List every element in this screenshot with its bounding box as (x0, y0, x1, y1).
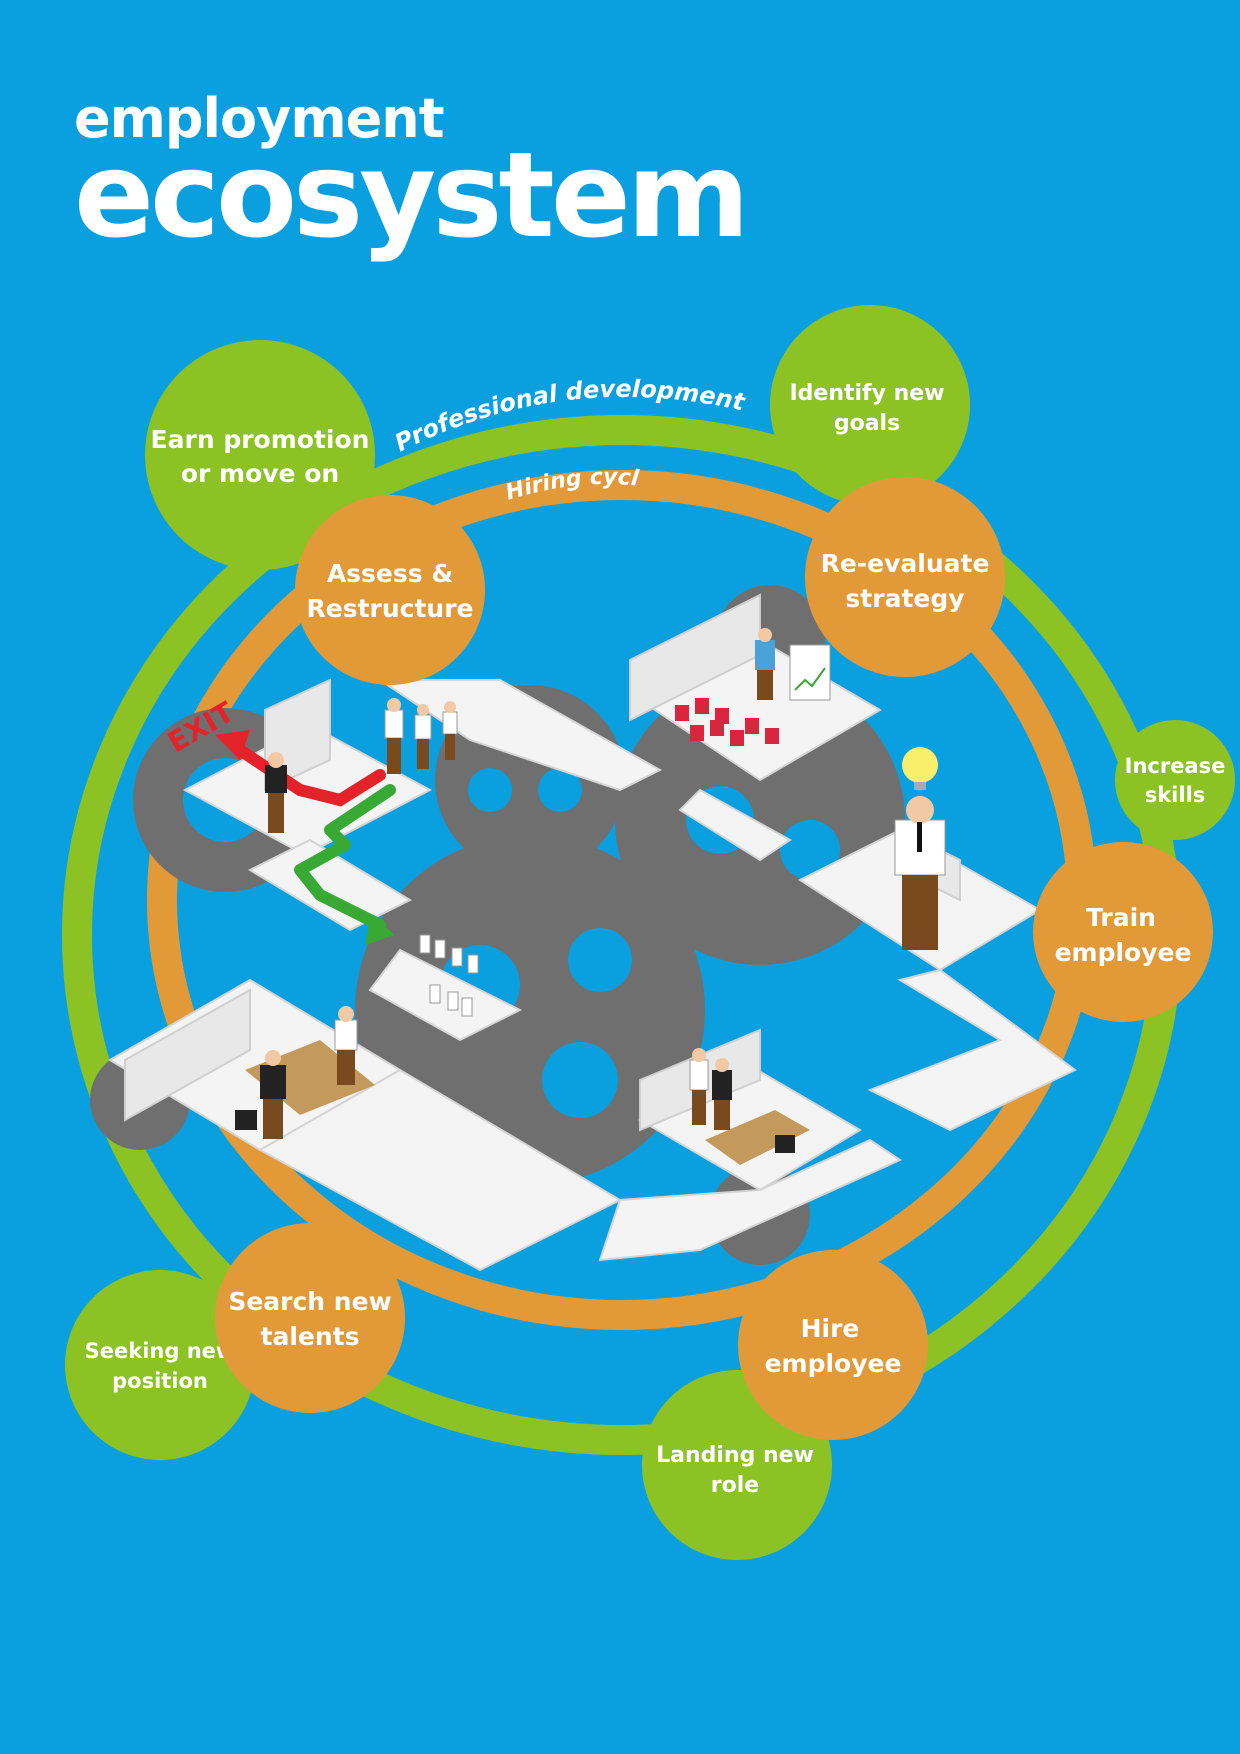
node-hire-employee: Hire employee (738, 1250, 928, 1440)
node-label: or move on (181, 459, 339, 488)
node-label: Landing new (656, 1443, 814, 1468)
node-label: Seeking new (85, 1339, 236, 1363)
node-search-talents: Search new talents (215, 1223, 405, 1413)
node-train-employee: Train employee (1033, 842, 1213, 1022)
person-icon (689, 1048, 709, 1125)
node-label: Train (1086, 903, 1156, 932)
whiteboard-icon (789, 644, 831, 701)
board-illustration: EXIT (90, 585, 1077, 1272)
title-line-2: ecosystem (74, 126, 750, 264)
node-label: Earn promotion (151, 425, 370, 454)
chair-icon (235, 1110, 257, 1130)
node-assess-restructure: Assess & Restructure (295, 495, 485, 685)
chair-icon (775, 1135, 795, 1153)
node-seeking-position: Seeking new position (65, 1270, 255, 1460)
person-icon (894, 796, 946, 950)
room-wall (124, 988, 251, 1122)
lightbulb-icon (902, 747, 938, 790)
node-label: Re-evaluate (821, 549, 990, 578)
node-earn-promotion: Earn promotion or move on (145, 340, 375, 570)
seating-area (675, 698, 779, 746)
node-reevaluate-strategy: Re-evaluate strategy (805, 477, 1005, 677)
node-label: employee (1055, 938, 1192, 967)
node-label: skills (1145, 783, 1206, 807)
node-label: position (112, 1369, 208, 1393)
node-label: talents (261, 1322, 360, 1351)
node-increase-skills: Increase skills (1115, 720, 1235, 840)
person-icon (260, 1050, 286, 1139)
path-tile (247, 838, 413, 932)
node-label: Search new (228, 1287, 391, 1316)
person-icon (334, 1006, 358, 1085)
exit-arrowhead (215, 730, 250, 760)
progression-arrow (294, 784, 396, 931)
person-icon (442, 701, 458, 760)
path-tile (368, 948, 523, 1042)
person-icon (755, 628, 775, 700)
person-icon (414, 704, 432, 769)
node-label: employee (765, 1349, 902, 1378)
path-tile (598, 1138, 903, 1262)
progression-arrowhead (365, 915, 395, 945)
desk-icon (705, 1110, 810, 1165)
person-icon (265, 752, 287, 833)
node-label: Identify new (789, 381, 944, 406)
node-label: Assess & (327, 559, 453, 588)
path-tile (867, 968, 1077, 1132)
node-identify-goals: Identify new goals (770, 305, 970, 505)
node-label: goals (834, 411, 900, 436)
professional-development-cycle-label: Professional development cycle (0, 0, 749, 457)
person-icon (712, 1058, 732, 1130)
node-label: role (711, 1473, 759, 1498)
node-label: Restructure (306, 594, 473, 623)
node-label: Hire (801, 1314, 860, 1343)
path-tile (678, 788, 792, 862)
person-group (419, 934, 479, 1017)
title-line-1: employment (74, 87, 445, 150)
node-label: Increase (1125, 754, 1226, 778)
node-label: strategy (845, 584, 964, 613)
title-block: employment ecosystem (74, 87, 750, 264)
person-icon (384, 698, 404, 774)
